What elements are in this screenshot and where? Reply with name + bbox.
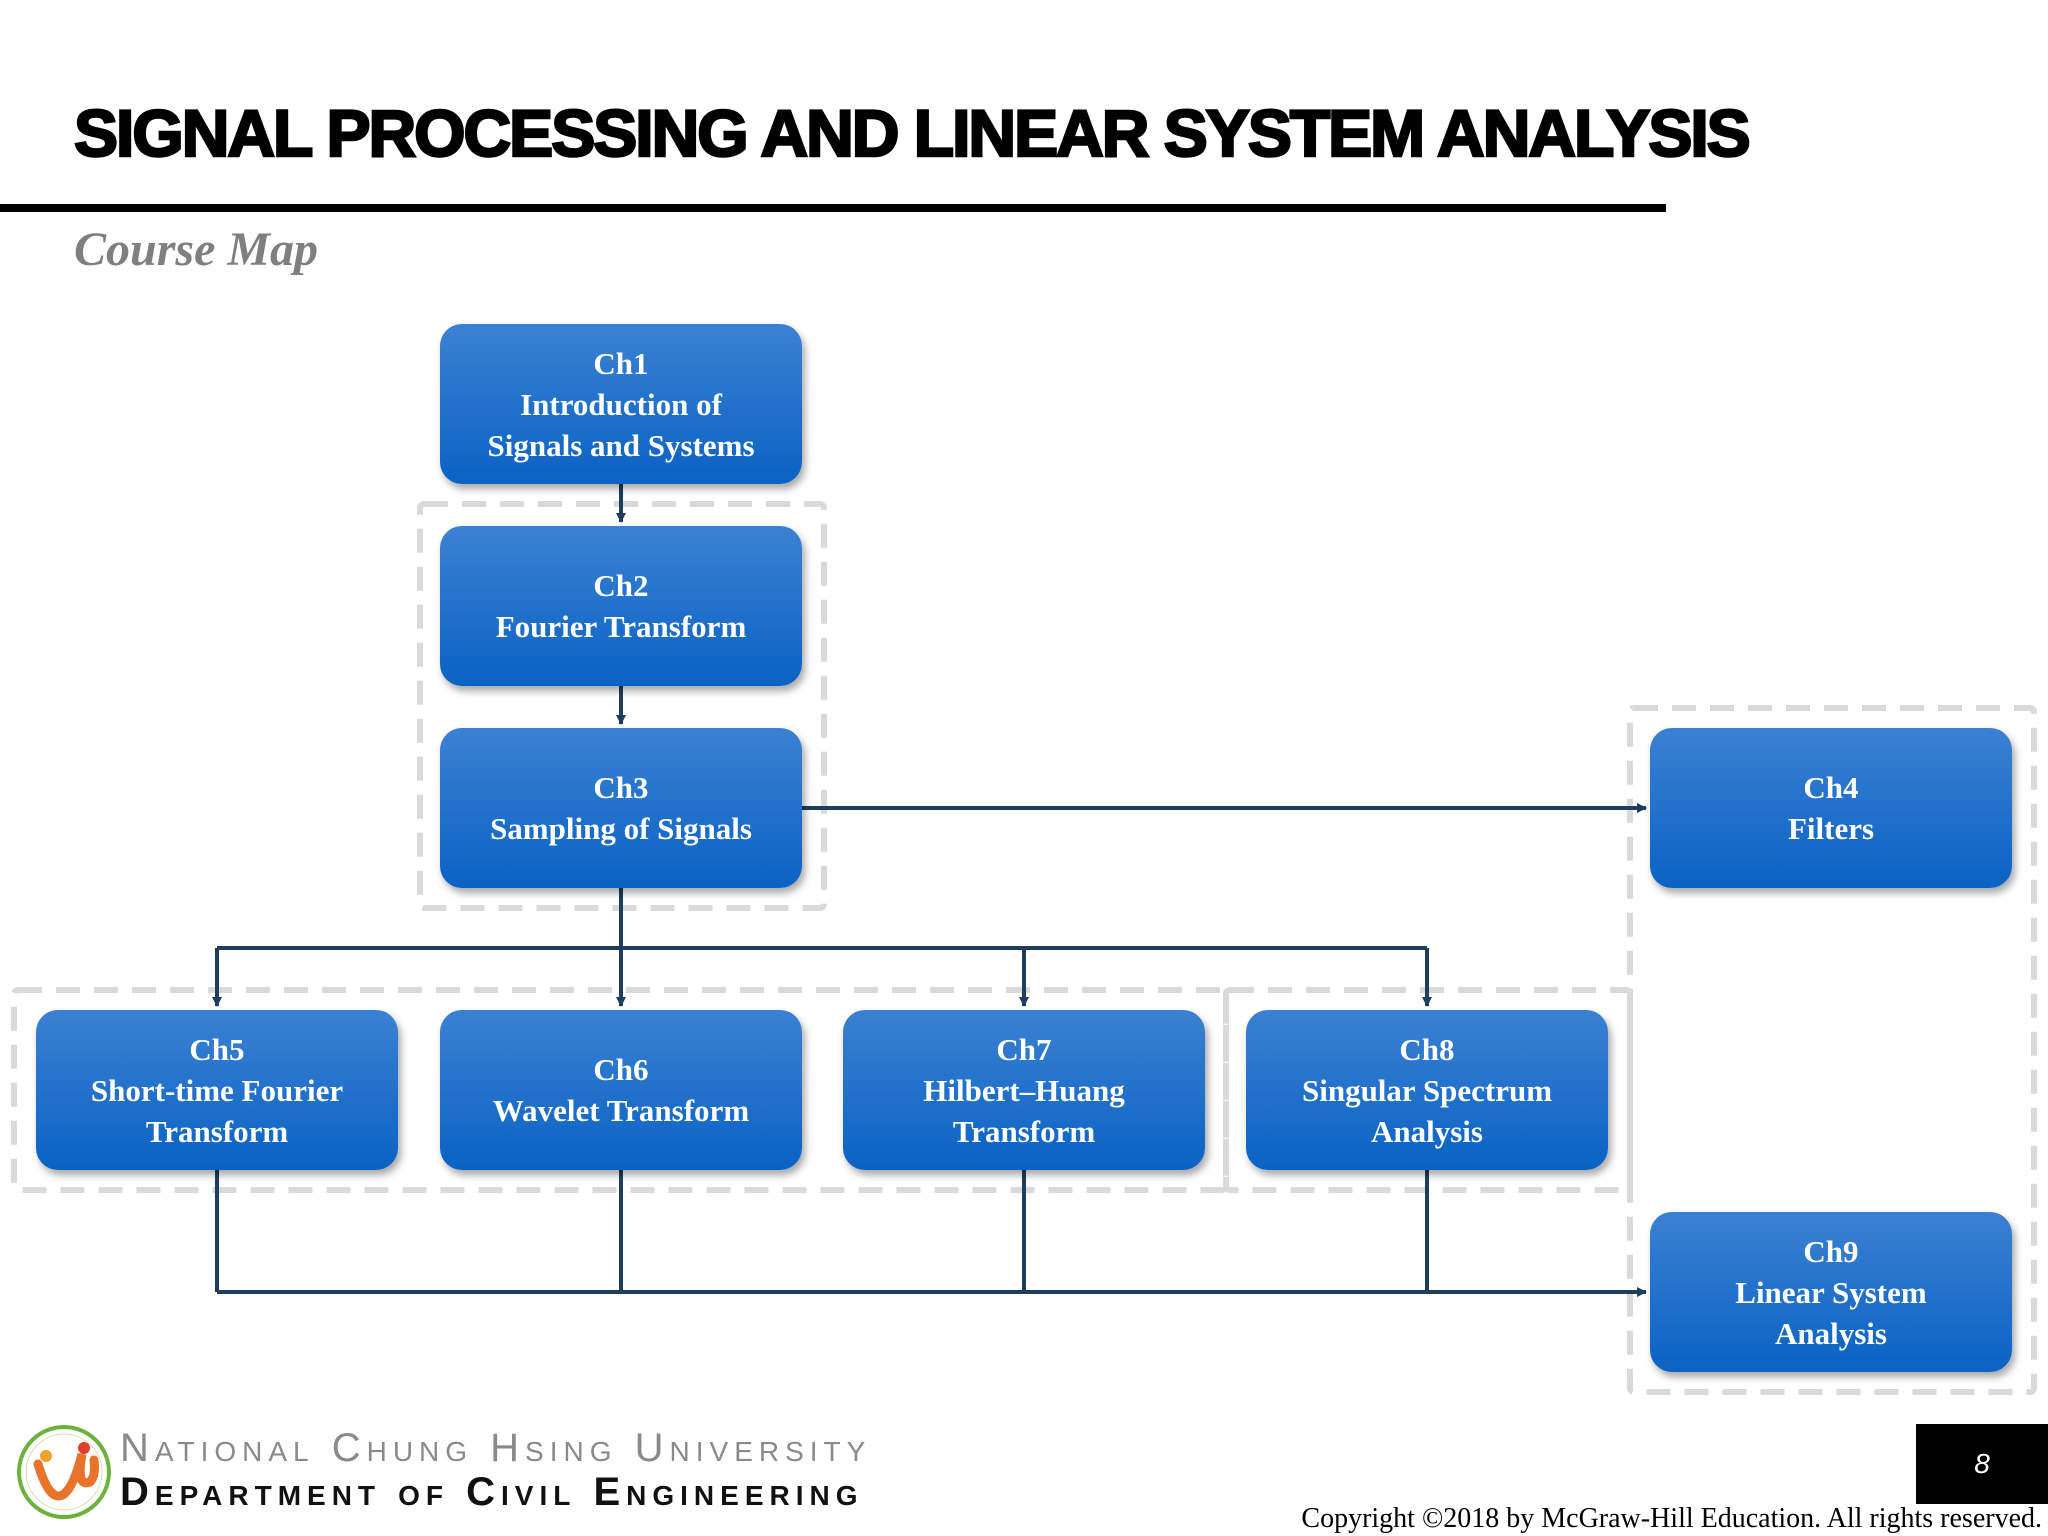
node-ch7: Ch7 Hilbert–Huang Transform	[843, 1010, 1205, 1170]
node-ch8-label: Ch8	[1399, 1031, 1455, 1067]
department-name: Department of Civil Engineering	[120, 1470, 864, 1514]
node-ch9-label: Ch9	[1803, 1233, 1859, 1269]
node-ch6: Ch6 Wavelet Transform	[440, 1010, 802, 1170]
node-ch4: Ch4 Filters	[1650, 728, 2012, 888]
node-ch7-label: Ch7	[996, 1031, 1052, 1067]
node-ch3-label: Ch3	[593, 770, 649, 805]
node-ch5-title-line2: Transform	[145, 1113, 289, 1149]
node-ch9: Ch9 Linear System Analysis	[1650, 1212, 2012, 1372]
node-ch6-label: Ch6	[593, 1052, 649, 1087]
node-ch7-title-line1: Hilbert–Huang	[923, 1072, 1125, 1108]
group-border-time-frequency	[11, 987, 1229, 1193]
page-subtitle: Course Map	[74, 223, 319, 276]
node-ch1-title-line1: Introduction of	[520, 386, 722, 422]
node-ch8: Ch8 Singular Spectrum Analysis	[1246, 1010, 1608, 1170]
node-ch1-title-line2: Signals and Systems	[487, 427, 755, 463]
title-divider	[0, 204, 1666, 212]
page-number-text: 8	[1974, 1448, 1990, 1479]
node-ch9-title-line1: Linear System	[1735, 1274, 1927, 1310]
page-title: SIGNAL PROCESSING AND LINEAR SYSTEM ANAL…	[73, 95, 1752, 172]
university-name: National Chung Hsing University	[120, 1426, 872, 1470]
copyright-notice: Copyright ©2018 by McGraw-Hill Education…	[1301, 1503, 2042, 1534]
node-ch1-label: Ch1	[593, 345, 649, 381]
node-ch7-title-line2: Transform	[952, 1113, 1096, 1149]
node-ch2-label: Ch2	[593, 568, 649, 603]
page-number: 8	[1916, 1424, 2048, 1504]
node-ch3-title-line1: Sampling of Signals	[490, 811, 752, 846]
group-border-filters-systems	[1627, 705, 2037, 1395]
node-ch4-label: Ch4	[1803, 770, 1859, 805]
node-ch5-title-line1: Short-time Fourier	[90, 1072, 344, 1108]
node-ch4-title-line1: Filters	[1787, 811, 1875, 846]
node-ch2-title-line1: Fourier Transform	[495, 609, 747, 644]
university-logo-icon	[17, 1425, 111, 1519]
node-ch6-title-line1: Wavelet Transform	[492, 1093, 750, 1128]
node-ch5: Ch5 Short-time Fourier Transform	[36, 1010, 398, 1170]
node-ch9-title-line2: Analysis	[1775, 1315, 1887, 1351]
node-ch8-title-line2: Analysis	[1371, 1113, 1483, 1149]
node-ch2: Ch2 Fourier Transform	[440, 526, 802, 686]
node-ch1: Ch1 Introduction of Signals and Systems	[440, 324, 802, 484]
node-ch8-title-line1: Singular Spectrum	[1301, 1072, 1553, 1108]
node-ch3: Ch3 Sampling of Signals	[440, 728, 802, 888]
node-ch5-label: Ch5	[189, 1031, 245, 1067]
